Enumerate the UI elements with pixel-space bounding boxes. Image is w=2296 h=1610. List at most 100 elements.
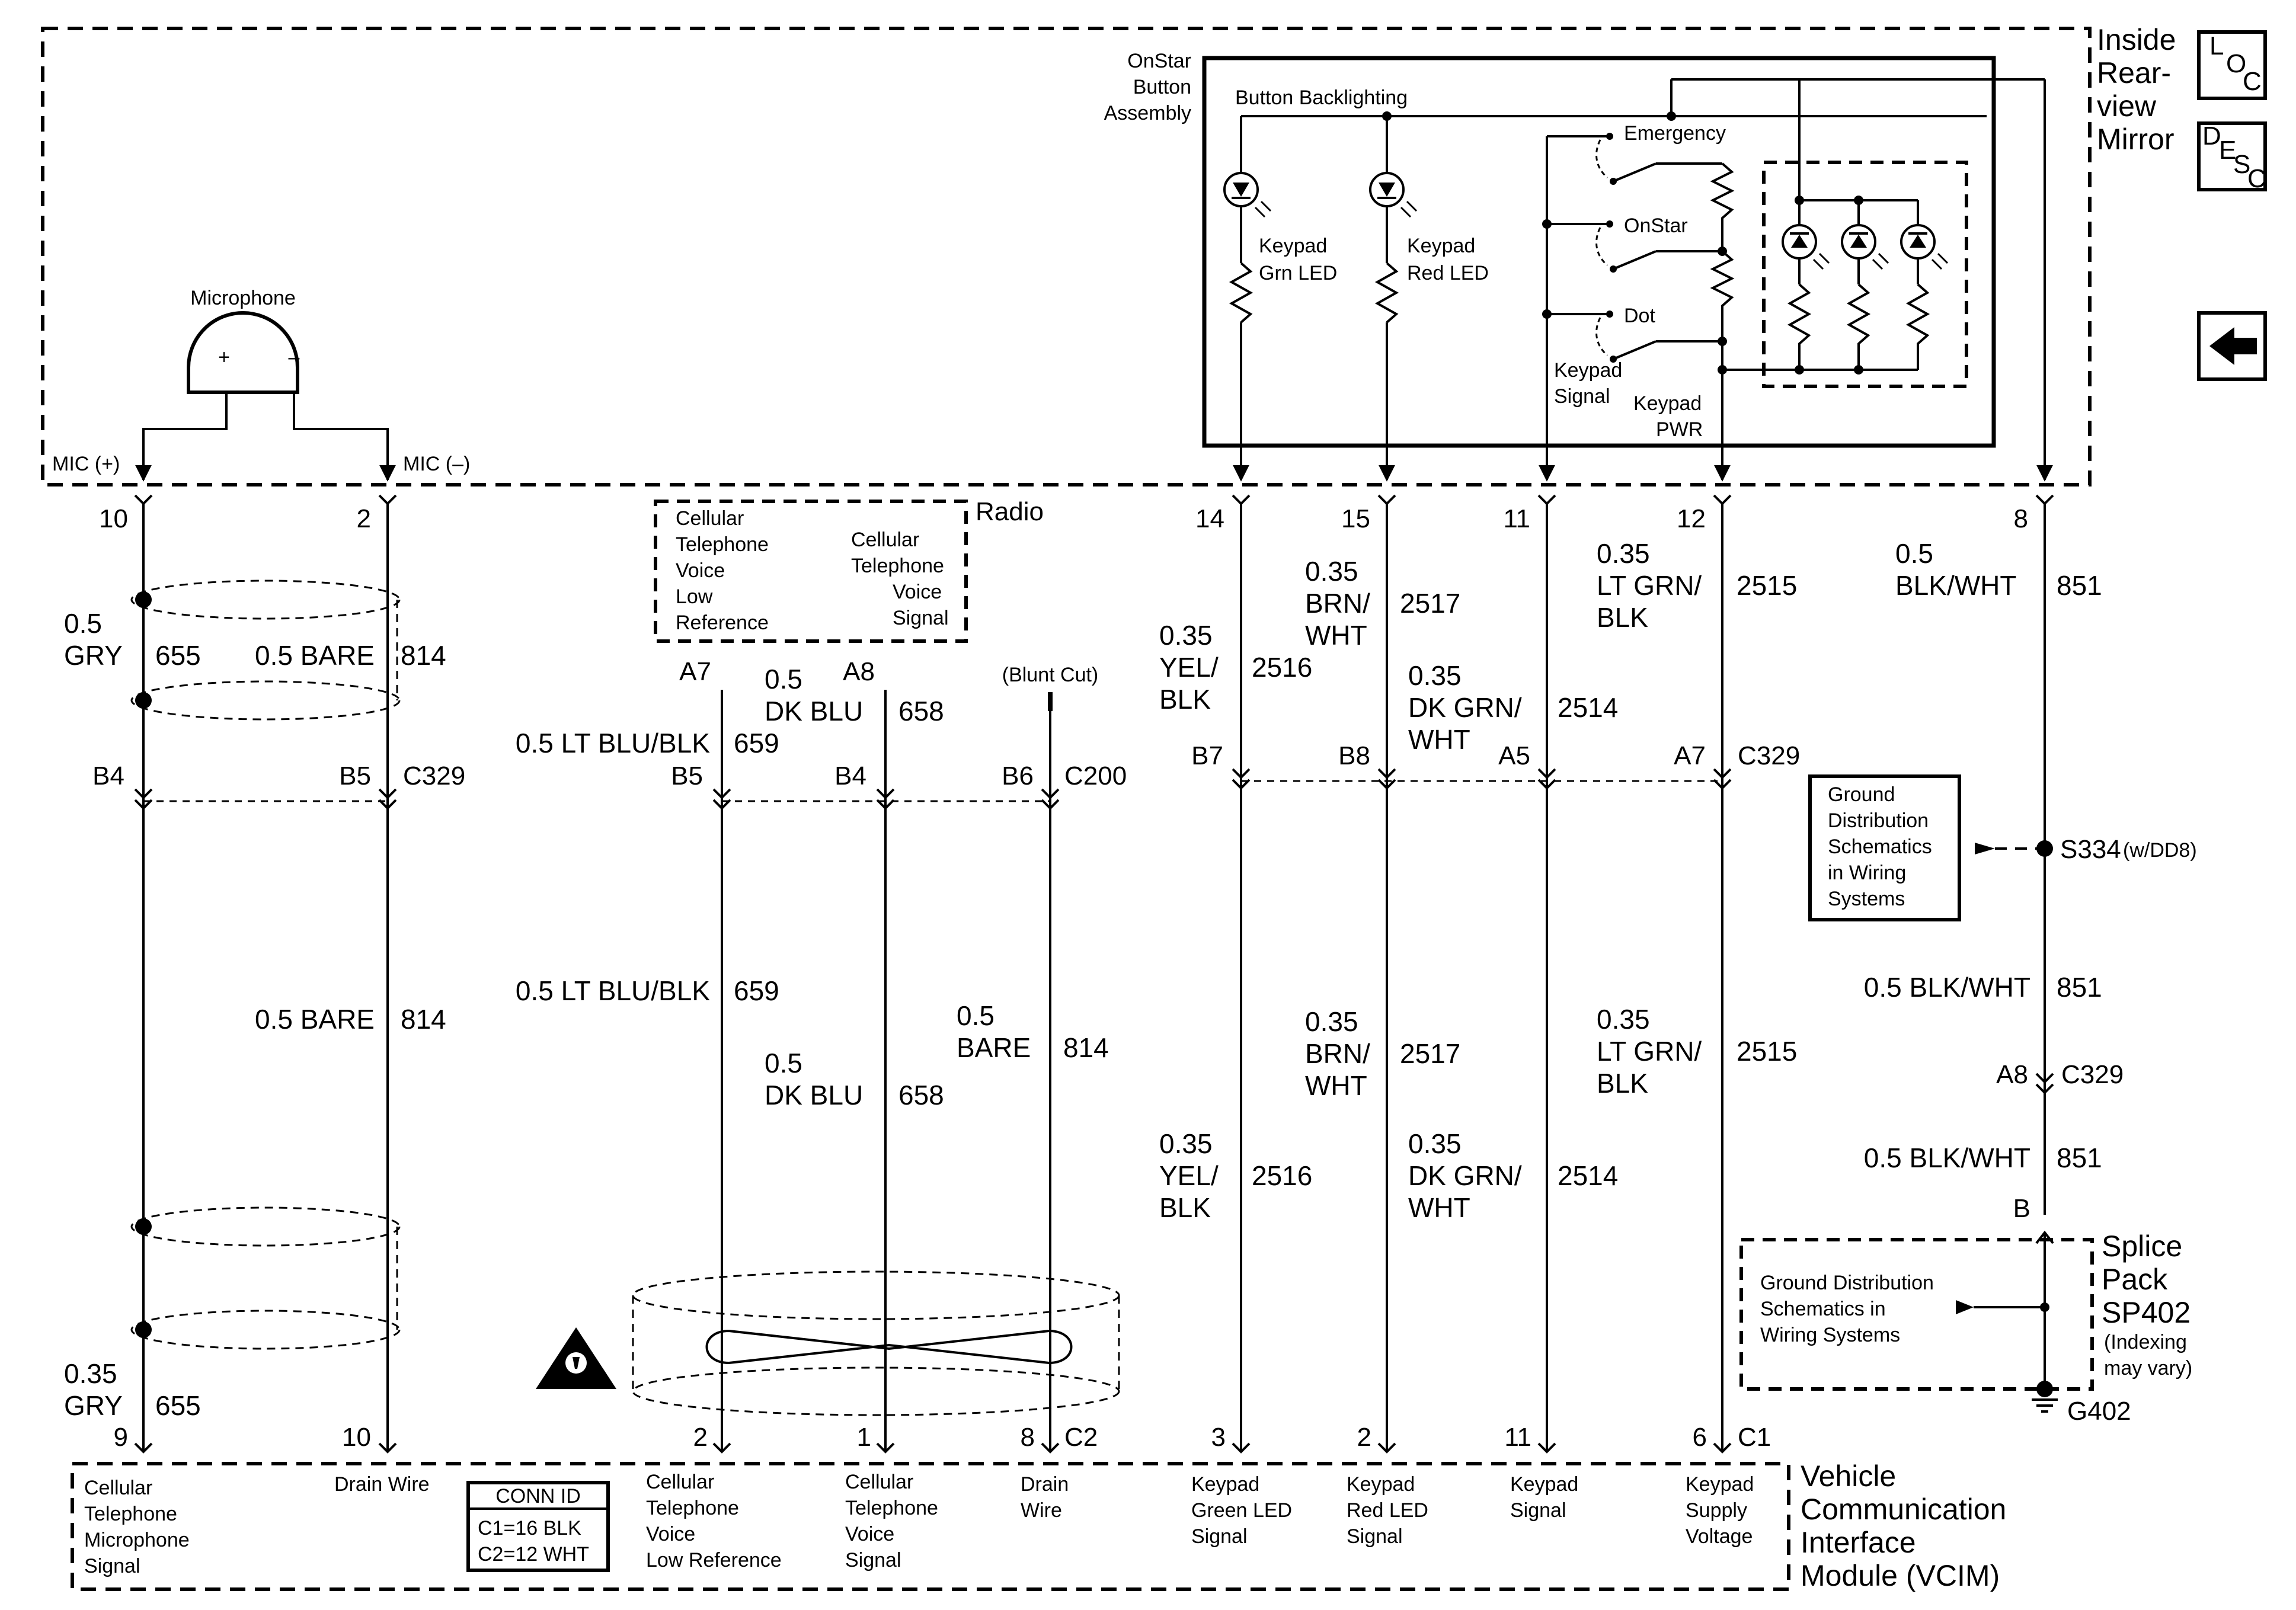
twisted-pair-icon (705, 1329, 1073, 1365)
svg-text:WHT: WHT (1305, 1070, 1367, 1101)
svg-text:Keypad: Keypad (1510, 1473, 1578, 1496)
svg-text:Ground Distribution: Ground Distribution (1760, 1272, 1934, 1294)
svg-text:C1=16 BLK: C1=16 BLK (478, 1517, 581, 1539)
wire-label-2515-upper: 0.35 LT GRN/ BLK 2515 (1597, 538, 1797, 633)
svg-text:0.35: 0.35 (1305, 556, 1358, 587)
svg-text:Distribution: Distribution (1828, 809, 1929, 832)
svg-text:Keypad: Keypad (1686, 1473, 1754, 1496)
wire-label-659-mid: 0.5 LT BLU/BLK 659 (516, 975, 779, 1006)
svg-text:PWR: PWR (1656, 418, 1703, 441)
svg-text:Keypad: Keypad (1347, 1473, 1415, 1496)
svg-text:Microphone: Microphone (84, 1529, 190, 1551)
svg-text:S: S (2233, 150, 2250, 179)
svg-text:D: D (2202, 121, 2221, 151)
svg-text:11: 11 (1504, 1423, 1531, 1452)
svg-text:Cellular: Cellular (84, 1477, 152, 1499)
wire-lines (142, 504, 2046, 1451)
svg-text:C2: C2 (1064, 1423, 1098, 1452)
wire-label-814-upper: 0.5 BARE 814 (255, 640, 446, 671)
svg-text:Red LED: Red LED (1407, 262, 1489, 284)
conn-id-table: CONN ID C1=16 BLK C2=12 WHT (466, 1481, 610, 1572)
svg-text:2515: 2515 (1737, 570, 1797, 601)
svg-text:2517: 2517 (1400, 588, 1460, 619)
wire-label-851-mid: 0.5 BLK/WHT 851 (1864, 972, 2102, 1003)
svg-text:Systems: Systems (1828, 888, 1905, 910)
svg-text:LT GRN/: LT GRN/ (1597, 570, 1702, 601)
svg-text:Keypad: Keypad (1191, 1473, 1259, 1496)
svg-text:BLK: BLK (1159, 684, 1211, 715)
dot-label: Dot (1624, 305, 1655, 327)
svg-text:Voice: Voice (676, 559, 725, 582)
svg-text:B8: B8 (1338, 741, 1370, 770)
onstar-button-assembly-label: OnStar Button Assembly (1104, 50, 1191, 124)
svg-text:Signal: Signal (893, 607, 949, 629)
svg-text:3: 3 (1211, 1423, 1226, 1452)
backlight-led-group (1762, 161, 1968, 388)
svg-text:Rear-: Rear- (2097, 56, 2171, 89)
radio-title: Radio (976, 497, 1044, 526)
svg-text:B5: B5 (671, 761, 703, 790)
ground-g402-label: G402 (2067, 1397, 2131, 1426)
vcim-pin-drain-wire-label: Drain Wire (334, 1473, 430, 1496)
svg-text:Ground: Ground (1828, 783, 1895, 806)
svg-text:2514: 2514 (1558, 692, 1618, 723)
svg-text:Drain: Drain (1021, 1473, 1069, 1496)
svg-text:Schematics in: Schematics in (1760, 1298, 1886, 1320)
svg-text:B6: B6 (1002, 761, 1034, 790)
ground-distribution-box-2-label[interactable]: Ground Distribution Schematics in Wiring… (1760, 1272, 1934, 1346)
wire-label-655-upper: 0.5 GRY 655 (64, 608, 201, 671)
svg-text:2: 2 (693, 1423, 708, 1452)
svg-text:WHT: WHT (1305, 620, 1367, 651)
svg-text:0.35: 0.35 (1597, 538, 1650, 569)
svg-text:0.35: 0.35 (1597, 1004, 1650, 1035)
top-connector-chevrons (134, 494, 2054, 505)
svg-text:GRY: GRY (64, 1390, 123, 1421)
svg-text:A7: A7 (1674, 741, 1706, 770)
splice-pack-sp402-box (1739, 1238, 2094, 1391)
backlight-led-3-icon (1900, 200, 1949, 370)
svg-text:DK BLU: DK BLU (765, 696, 863, 726)
svg-text:DK GRN/: DK GRN/ (1408, 692, 1522, 723)
svg-text:Interface: Interface (1801, 1526, 1916, 1559)
radio-low-ref-label: Cellular Telephone Voice Low Reference (676, 507, 769, 634)
onstar-switch (1595, 220, 1722, 273)
svg-text:0.5 BARE: 0.5 BARE (255, 640, 375, 671)
svg-text:SP402: SP402 (2102, 1296, 2191, 1329)
svg-text:0.35: 0.35 (1159, 620, 1213, 651)
svg-text:YEL/: YEL/ (1159, 1160, 1219, 1191)
svg-text:WHT: WHT (1408, 1192, 1470, 1223)
svg-text:851: 851 (2057, 1142, 2102, 1173)
loc-button[interactable]: L O C (2197, 30, 2267, 100)
svg-text:Low: Low (676, 585, 713, 608)
inline-connector-labels: B4 B5 C329 B5 B4 B6 C200 B7 B8 A5 A7 C32… (92, 741, 2124, 1223)
svg-text:0.5 BLK/WHT: 0.5 BLK/WHT (1864, 972, 2030, 1003)
svg-text:Keypad: Keypad (1259, 235, 1327, 257)
svg-text:0.5: 0.5 (957, 1000, 994, 1031)
svg-text:–: – (289, 346, 300, 369)
svg-text:Telephone: Telephone (646, 1497, 739, 1519)
mirror-module-border (41, 27, 2092, 486)
svg-text:0.35: 0.35 (1408, 660, 1462, 691)
svg-text:B7: B7 (1191, 741, 1223, 770)
svg-text:(w/DD8): (w/DD8) (2123, 839, 2197, 862)
vcim-pin-drain-label: Drain Wire (1021, 1473, 1069, 1522)
radio-pin-a8: A8 (843, 657, 875, 686)
keypad-grn-led-icon (1223, 172, 1272, 218)
svg-text:BLK/WHT: BLK/WHT (1895, 570, 2016, 601)
svg-text:2514: 2514 (1558, 1160, 1618, 1191)
keypad-red-led-icon (1369, 172, 1418, 218)
svg-text:2: 2 (357, 504, 371, 533)
svg-text:A5: A5 (1498, 741, 1530, 770)
svg-text:0.5: 0.5 (64, 608, 102, 639)
keypad-pwr-label: Keypad PWR (1633, 392, 1703, 441)
ground-distribution-box-1[interactable] (1808, 774, 1961, 921)
svg-text:1: 1 (857, 1423, 871, 1452)
svg-text:YEL/: YEL/ (1159, 652, 1219, 683)
desc-button[interactable]: D E S C (2197, 121, 2267, 193)
svg-text:O: O (2226, 49, 2246, 78)
svg-text:view: view (2097, 89, 2157, 123)
svg-text:Voice: Voice (646, 1523, 695, 1545)
svg-text:10: 10 (99, 504, 128, 533)
back-arrow-button[interactable] (2197, 311, 2267, 381)
wire-label-851-lower: 0.5 BLK/WHT 851 (1864, 1142, 2102, 1173)
